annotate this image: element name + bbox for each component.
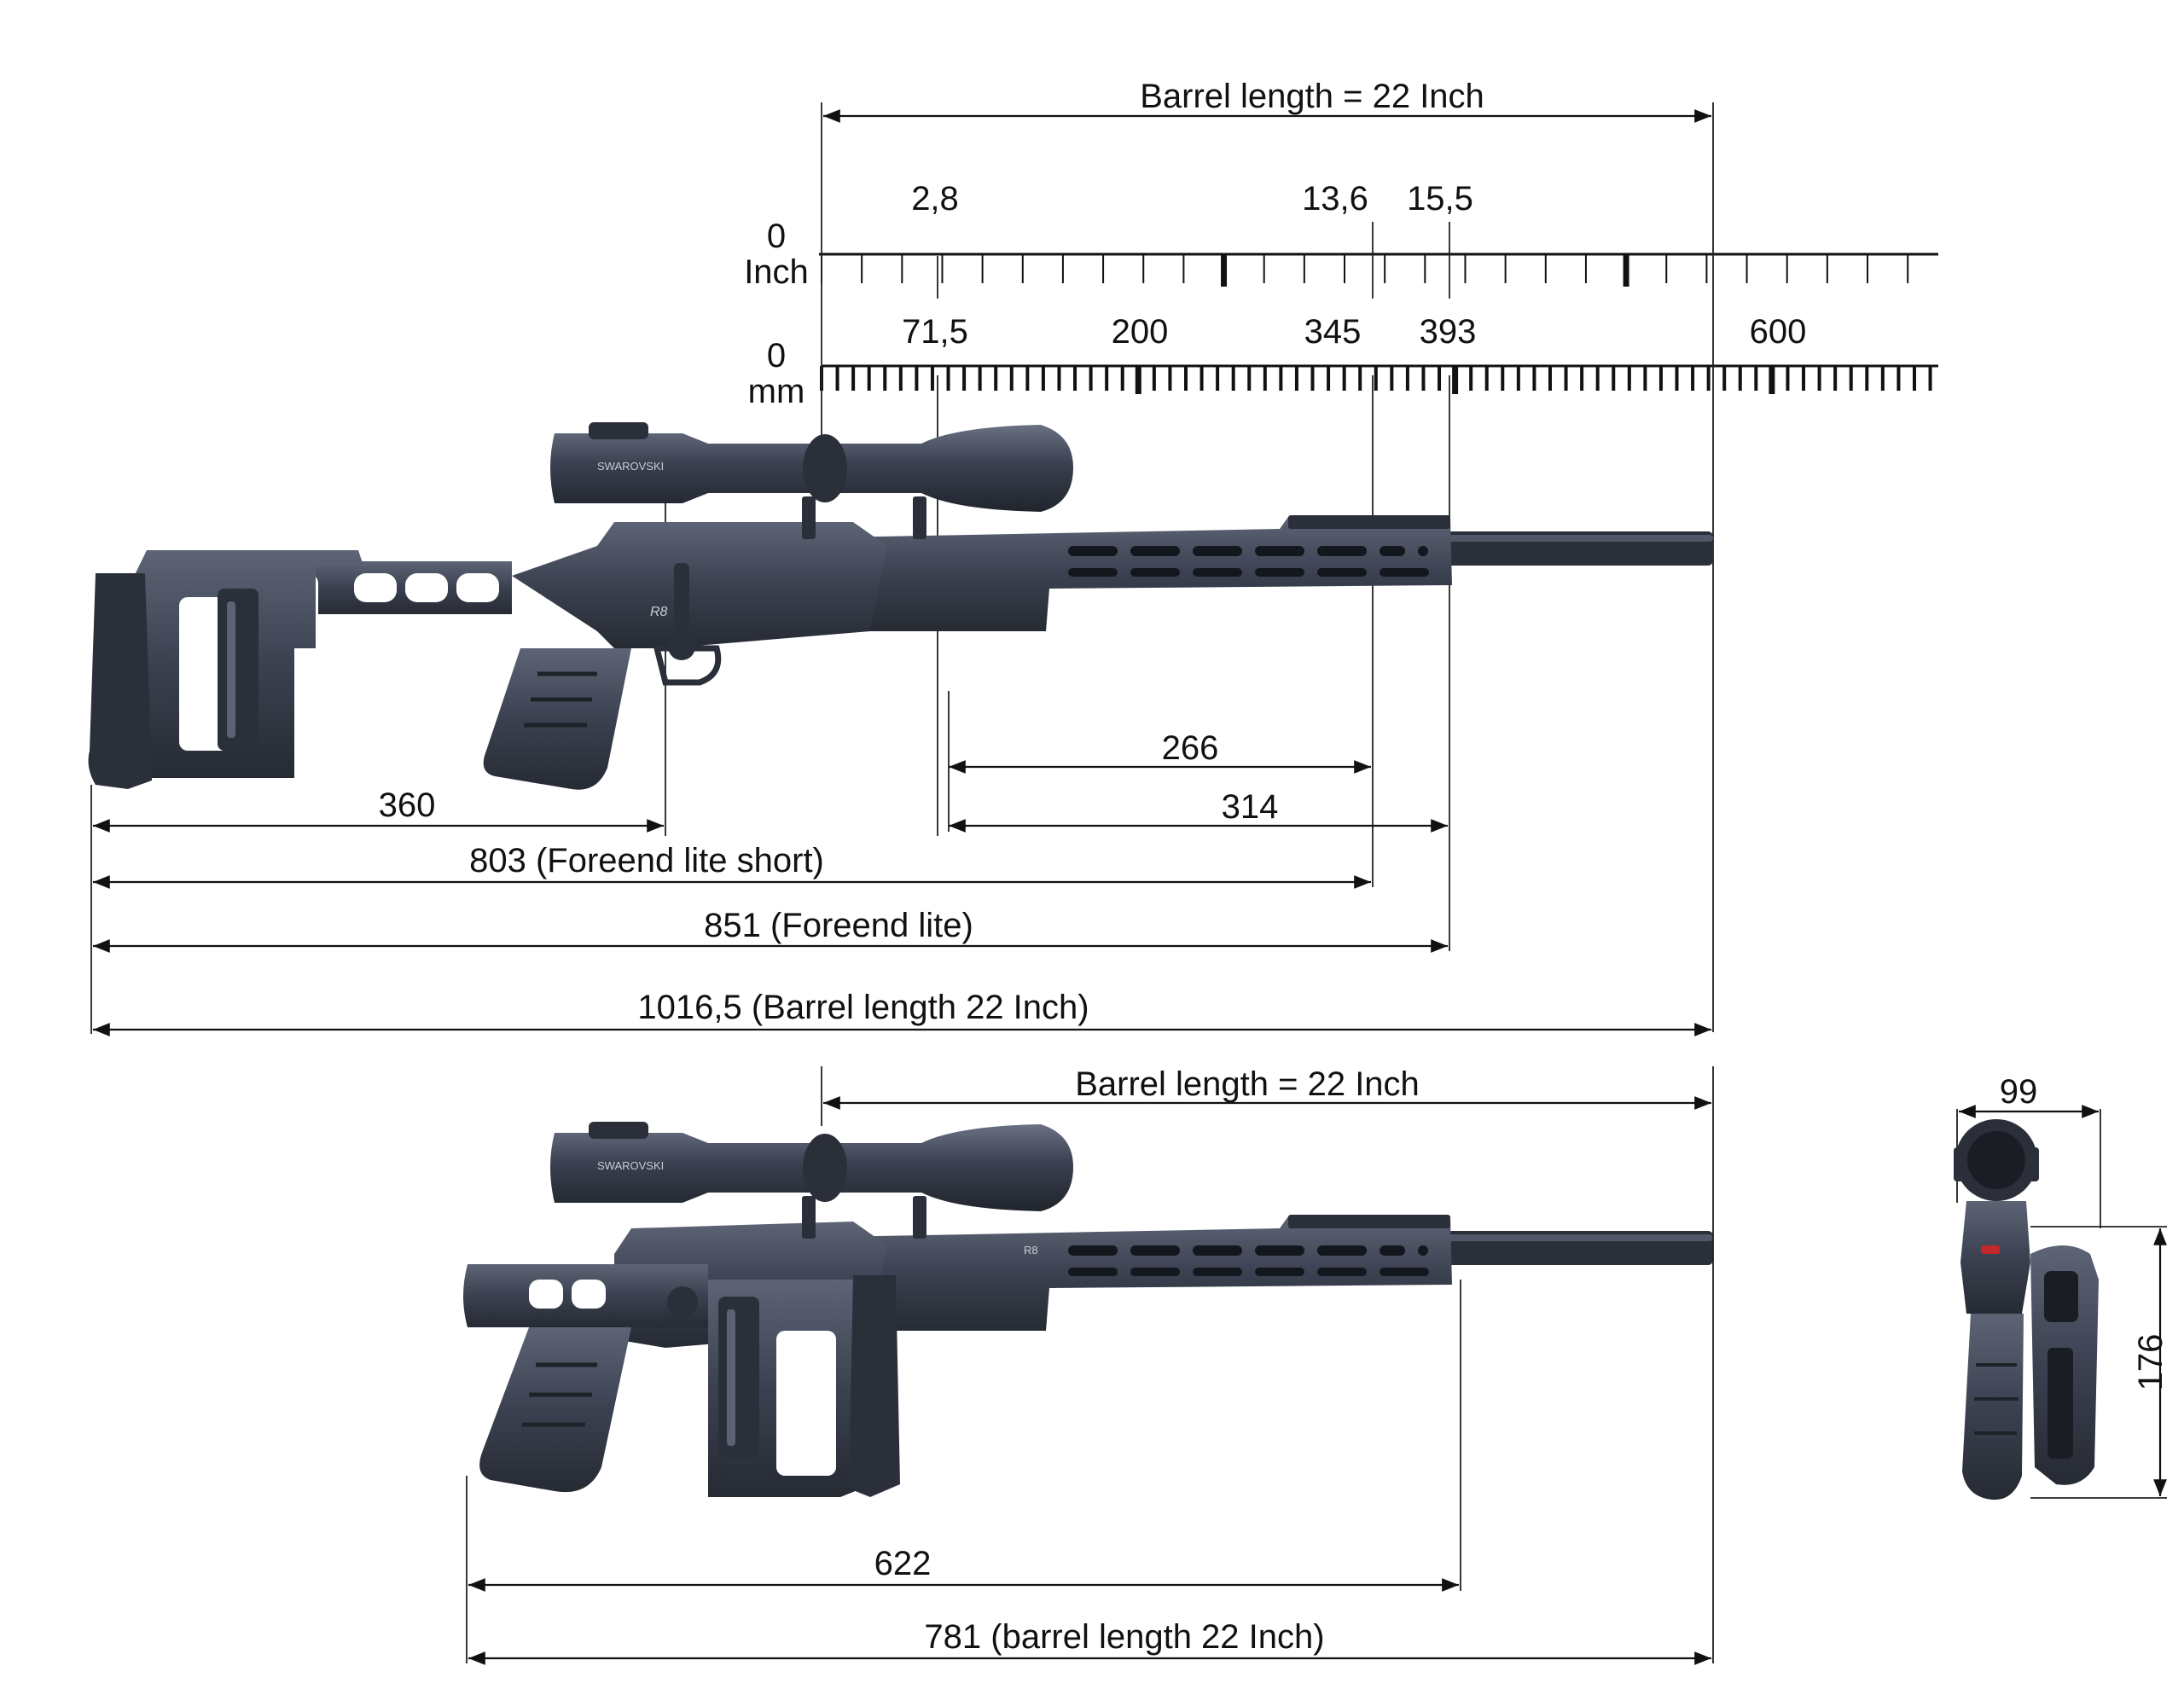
- dimension-99-label: 99: [2000, 1073, 2038, 1111]
- dimension-803-label: 803 (Foreend lite short): [469, 842, 824, 879]
- dimension-851: 851 (Foreend lite): [93, 907, 1448, 953]
- dimension-622-label: 622: [874, 1545, 932, 1582]
- dimension-360-label: 360: [379, 786, 436, 824]
- dimension-781-label: 781 (barrel length 22 Inch): [924, 1618, 1324, 1656]
- inch-scale: 0 Inch 2,8 13,6 15,5: [744, 180, 1938, 291]
- dimension-803: 803 (Foreend lite short): [93, 842, 1371, 889]
- mm-label-200: 200: [1112, 313, 1169, 351]
- folded-barrel-label: Barrel length = 22 Inch: [1075, 1065, 1420, 1103]
- extension-lines-bottom: [466, 1066, 1714, 1663]
- inch-scale-ticks: [821, 254, 1909, 287]
- dimension-266: 266: [949, 729, 1371, 774]
- dimension-266-label: 266: [1162, 729, 1219, 767]
- top-barrel-dimension: Barrel length = 22 Inch: [823, 78, 1711, 123]
- scope-brand-folded: SWAROVSKI: [597, 1159, 664, 1172]
- inch-zero-label: 0: [767, 218, 786, 255]
- dimension-176: 176: [2132, 1228, 2169, 1496]
- dimension-622: 622: [468, 1545, 1459, 1592]
- dimension-360: 360: [93, 786, 664, 833]
- dimension-176-label: 176: [2132, 1334, 2169, 1391]
- mm-label-345: 345: [1304, 313, 1362, 351]
- mm-scale-ticks: [820, 366, 1932, 394]
- red-marker: [1981, 1245, 2000, 1254]
- scope-brand: SWAROVSKI: [597, 460, 664, 473]
- dimension-1016-5-label: 1016,5 (Barrel length 22 Inch): [637, 989, 1089, 1026]
- rifle-side-view-folded: R8 SWAROVSKI: [463, 1122, 1713, 1497]
- folded-barrel-dimension: Barrel length = 22 Inch: [823, 1065, 1711, 1110]
- rifle-side-view-extended: R8 SWAROVSKI: [88, 422, 1713, 790]
- inch-label-2-8: 2,8: [911, 180, 959, 218]
- inch-label-13-6: 13,6: [1302, 180, 1368, 218]
- dimension-99: 99: [1959, 1073, 2099, 1118]
- dimension-314: 314: [948, 691, 1448, 833]
- mm-label-600: 600: [1750, 313, 1807, 351]
- mm-scale: 0 mm 71,5 200 345 393 600: [748, 313, 1938, 410]
- handguard-slots-folded: [1068, 1245, 1429, 1276]
- dimension-781: 781 (barrel length 22 Inch): [468, 1618, 1711, 1665]
- dimension-851-label: 851 (Foreend lite): [704, 907, 973, 944]
- mm-label-393: 393: [1420, 313, 1477, 351]
- mm-label-71-5: 71,5: [902, 313, 968, 351]
- inch-label-15-5: 15,5: [1407, 180, 1473, 218]
- receiver-logo: R8: [650, 605, 668, 619]
- inch-unit-label: Inch: [744, 253, 809, 291]
- dimension-1016-5: 1016,5 (Barrel length 22 Inch): [93, 989, 1711, 1036]
- handguard-slots: [1068, 546, 1429, 577]
- mm-unit-label: mm: [748, 373, 805, 410]
- top-barrel-label: Barrel length = 22 Inch: [1140, 78, 1484, 115]
- mm-zero-label: 0: [767, 337, 786, 374]
- dimension-314-label: 314: [1222, 788, 1279, 826]
- rifle-rear-view: [1954, 1109, 2167, 1500]
- rail-mark: R8: [1024, 1244, 1038, 1257]
